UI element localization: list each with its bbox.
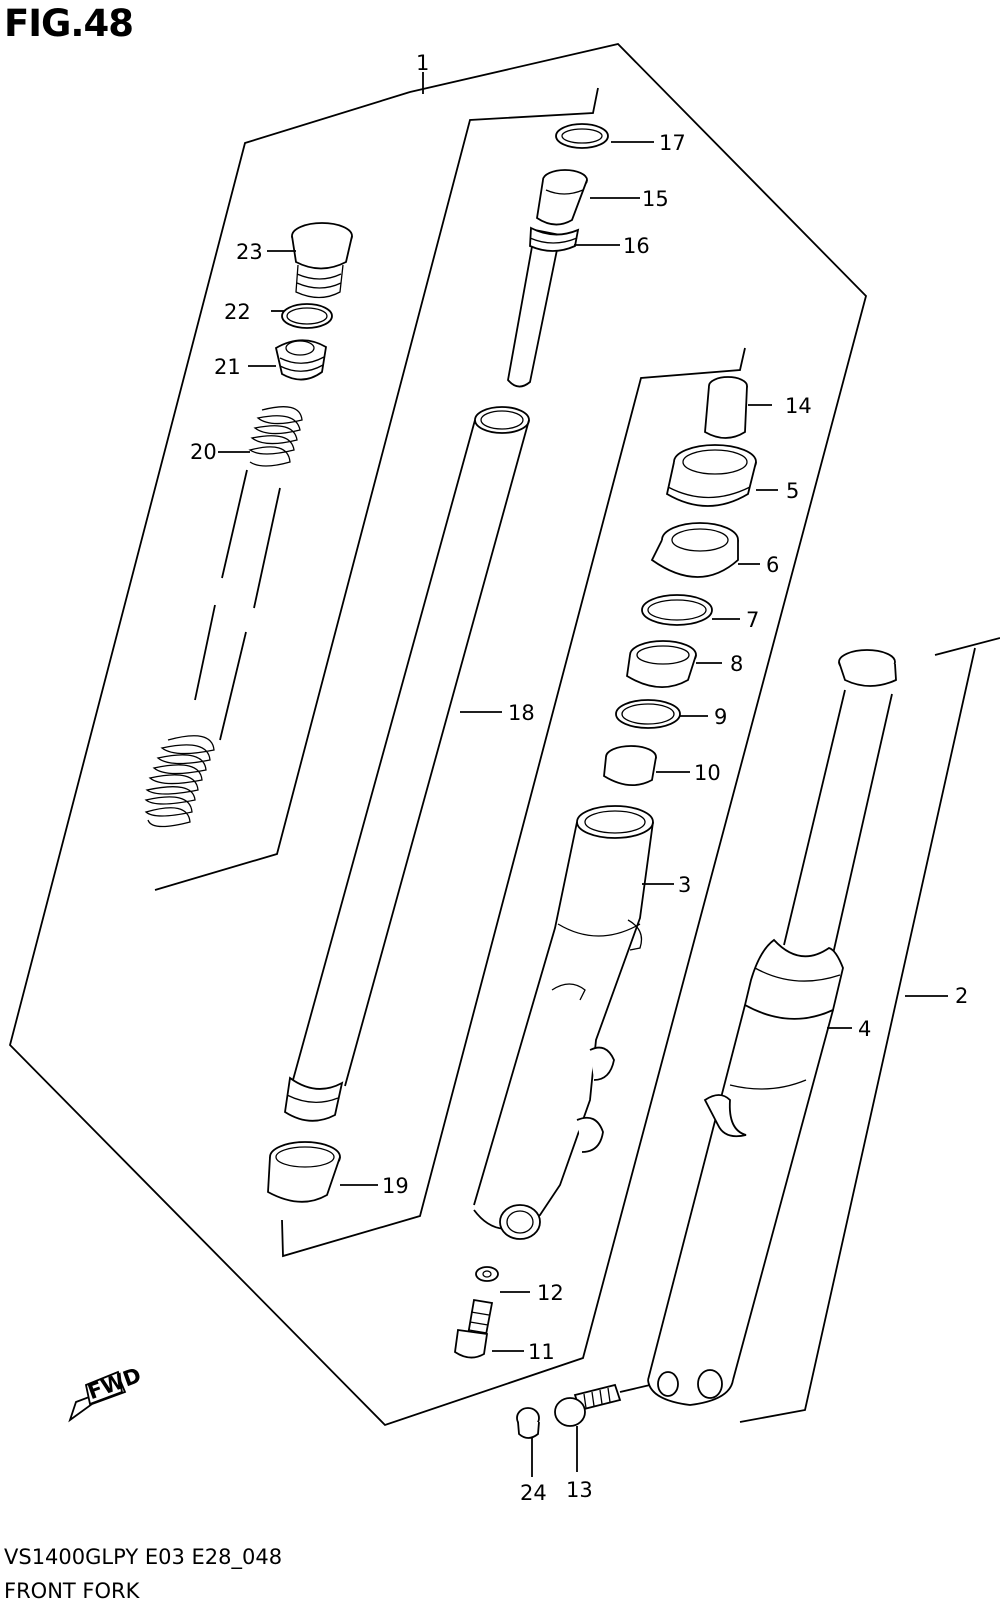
callout-1: 1 xyxy=(416,51,429,75)
part-24-plug xyxy=(516,1407,540,1439)
leader-lines xyxy=(218,72,948,1477)
callout-20: 20 xyxy=(190,440,217,464)
diagram-name: FRONT FORK xyxy=(4,1579,140,1603)
part-7-stopper-ring xyxy=(641,594,713,626)
part-13-axle-bolt xyxy=(554,1383,651,1427)
part-8-washer xyxy=(626,640,697,689)
callout-14: 14 xyxy=(785,394,812,418)
part-18-inner-tube xyxy=(284,406,530,1122)
callout-4: 4 xyxy=(858,1017,871,1041)
callout-9: 9 xyxy=(714,705,727,729)
fwd-label: FWD xyxy=(85,1363,145,1404)
part-5-dust-seal xyxy=(665,444,757,507)
part-15-damper-rod xyxy=(507,169,588,388)
part-21-nut xyxy=(274,339,327,381)
callout-16: 16 xyxy=(623,234,650,258)
callout-22: 22 xyxy=(224,300,251,324)
callout-17: 17 xyxy=(659,131,686,155)
part-22-o-ring xyxy=(281,303,333,329)
assembly-outline-2 xyxy=(739,637,1000,1423)
callout-18: 18 xyxy=(508,701,535,725)
callout-5: 5 xyxy=(786,479,799,503)
part-4-fork-assembly xyxy=(647,649,897,1406)
part-6-oil-seal xyxy=(650,522,739,578)
callout-19: 19 xyxy=(382,1174,409,1198)
part-16-piston-ring xyxy=(529,226,580,252)
part-12-washer xyxy=(475,1266,499,1282)
callout-21: 21 xyxy=(214,355,241,379)
callout-15: 15 xyxy=(642,187,669,211)
callout-6: 6 xyxy=(766,553,779,577)
part-23-cap-bolt xyxy=(291,222,353,299)
callout-3: 3 xyxy=(678,873,691,897)
part-20-spring-short xyxy=(248,406,303,467)
inner-group-outline-tube xyxy=(281,347,746,1258)
fwd-arrow-icon: FWD xyxy=(68,1363,145,1423)
part-17-ring xyxy=(555,123,609,149)
callout-11: 11 xyxy=(528,1340,555,1364)
figure-title: FIG.48 xyxy=(4,2,134,45)
callout-24: 24 xyxy=(520,1481,547,1505)
part-11-bolt xyxy=(454,1298,494,1359)
part-19-bushing xyxy=(267,1141,341,1203)
part-3-outer-tube xyxy=(473,805,654,1240)
callout-7: 7 xyxy=(746,608,759,632)
callout-13: 13 xyxy=(566,1478,593,1502)
callout-8: 8 xyxy=(730,652,743,676)
callout-10: 10 xyxy=(694,761,721,785)
inner-group-outline-spring xyxy=(154,87,599,891)
callout-12: 12 xyxy=(537,1281,564,1305)
callout-labels: 1 2 3 4 5 6 7 8 9 10 11 12 13 14 15 16 1… xyxy=(190,51,968,1505)
callout-23: 23 xyxy=(236,240,263,264)
part-10-guide-bushing xyxy=(603,745,657,786)
part-14-spacer xyxy=(704,376,748,439)
part-9-ring xyxy=(615,699,681,729)
fork-spring-long xyxy=(144,469,281,828)
callout-2: 2 xyxy=(955,984,968,1008)
assembly-outline-1 xyxy=(9,43,868,1427)
model-code: VS1400GLPY E03 E28_048 xyxy=(4,1545,283,1569)
